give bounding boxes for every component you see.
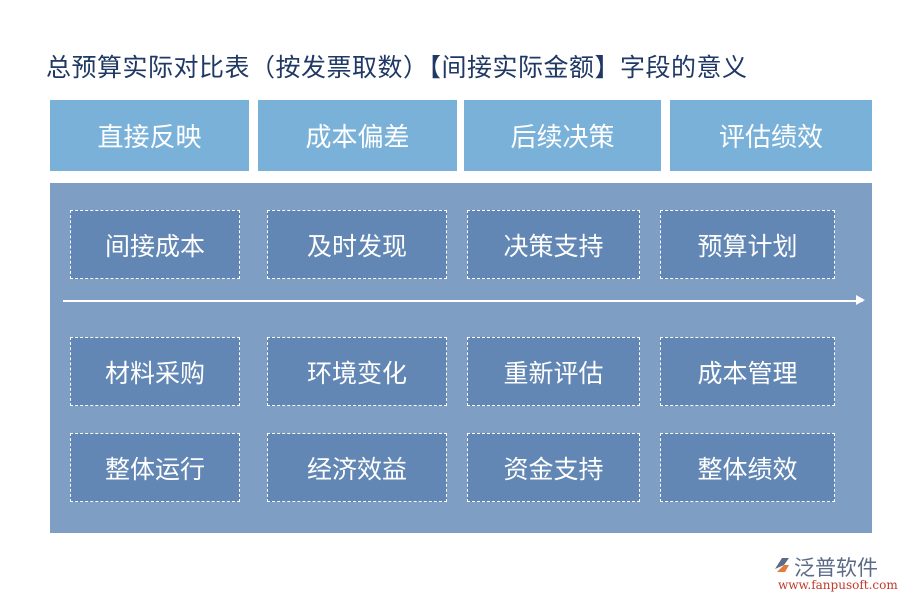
diagram-title: 总预算实际对比表（按发票取数）【间接实际金额】字段的意义 xyxy=(46,53,748,82)
header-box-2: 成本偏差 xyxy=(258,100,457,171)
cell-r2-c2: 环境变化 xyxy=(267,337,447,406)
cell-r1-c2: 及时发现 xyxy=(267,210,447,279)
cell-r1-c1: 间接成本 xyxy=(70,210,240,279)
logo-icon xyxy=(775,558,789,572)
cell-r2-c3: 重新评估 xyxy=(467,337,640,406)
cell-r3-c4: 整体绩效 xyxy=(660,433,835,502)
flow-arrow xyxy=(63,300,863,302)
header-box-1: 直接反映 xyxy=(50,100,249,171)
header-box-4: 评估绩效 xyxy=(670,100,872,171)
cell-r1-c3: 决策支持 xyxy=(467,210,640,279)
logo-name: 泛普软件 xyxy=(794,556,878,580)
cell-r3-c1: 整体运行 xyxy=(70,433,240,502)
cell-r3-c2: 经济效益 xyxy=(267,433,447,502)
logo-url: www.fanpusoft.com xyxy=(778,578,898,592)
watermark-logo: 泛普软件 www.fanpusoft.com xyxy=(768,552,898,596)
header-box-3: 后续决策 xyxy=(464,100,661,171)
arrow-head-icon xyxy=(856,295,865,305)
cell-r1-c4: 预算计划 xyxy=(660,210,835,279)
cell-r2-c4: 成本管理 xyxy=(660,337,835,406)
cell-r2-c1: 材料采购 xyxy=(70,337,240,406)
cell-r3-c3: 资金支持 xyxy=(467,433,640,502)
